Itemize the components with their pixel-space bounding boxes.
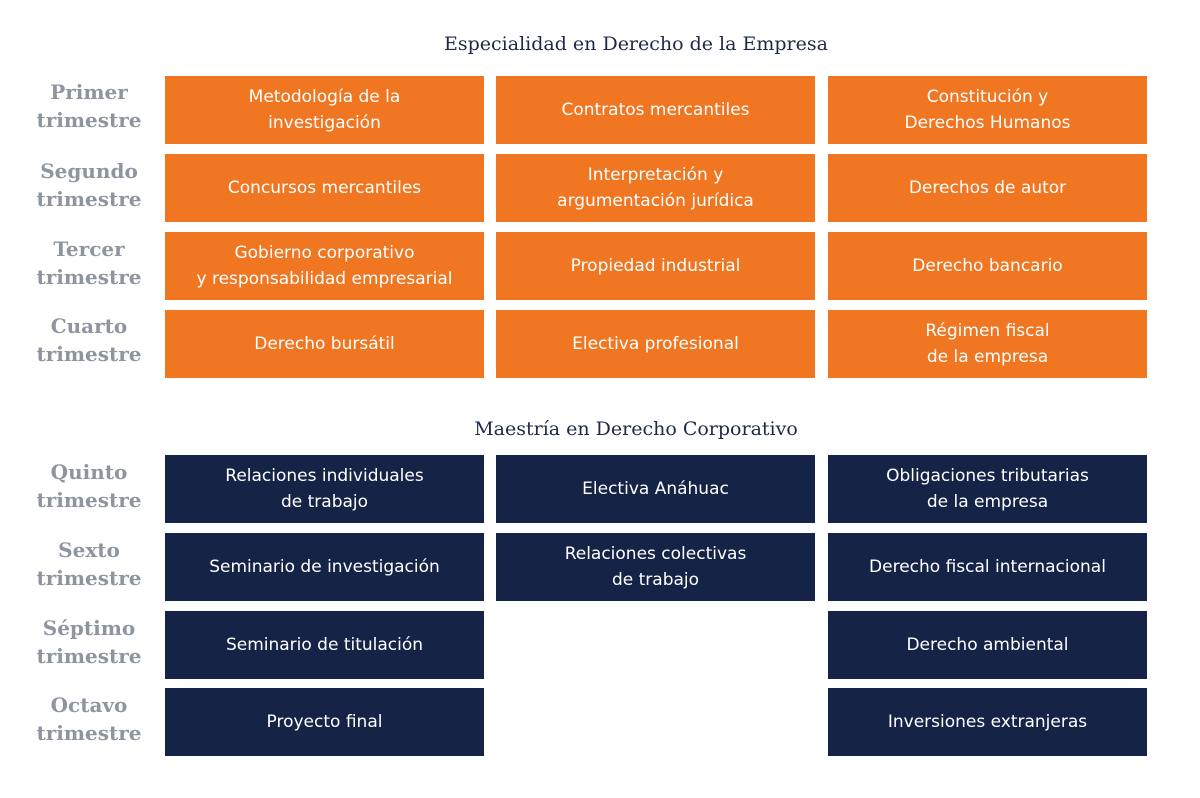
course-derecho-bancario: Derecho bancario (828, 232, 1147, 300)
section-title-especialidad: Especialidad en Derecho de la Empresa (444, 33, 828, 55)
course-proyecto-final: Proyecto final (165, 688, 484, 756)
course-derechos-de-autor: Derechos de autor (828, 154, 1147, 222)
course-inversiones-extranjeras: Inversiones extranjeras (828, 688, 1147, 756)
course-seminario-titulacion: Seminario de titulación (165, 611, 484, 679)
course-derecho-bursatil: Derecho bursátil (165, 310, 484, 378)
course-concursos-mercantiles: Concursos mercantiles (165, 154, 484, 222)
course-contratos-mercantiles: Contratos mercantiles (496, 76, 815, 144)
course-electiva-profesional: Electiva profesional (496, 310, 815, 378)
course-propiedad-industrial: Propiedad industrial (496, 232, 815, 300)
course-electiva-anahuac: Electiva Anáhuac (496, 455, 815, 523)
course-seminario-investigacion: Seminario de investigación (165, 533, 484, 601)
course-derecho-ambiental: Derecho ambiental (828, 611, 1147, 679)
section-title-maestria: Maestría en Derecho Corporativo (474, 418, 798, 440)
course-derecho-fiscal-internacional: Derecho fiscal internacional (828, 533, 1147, 601)
